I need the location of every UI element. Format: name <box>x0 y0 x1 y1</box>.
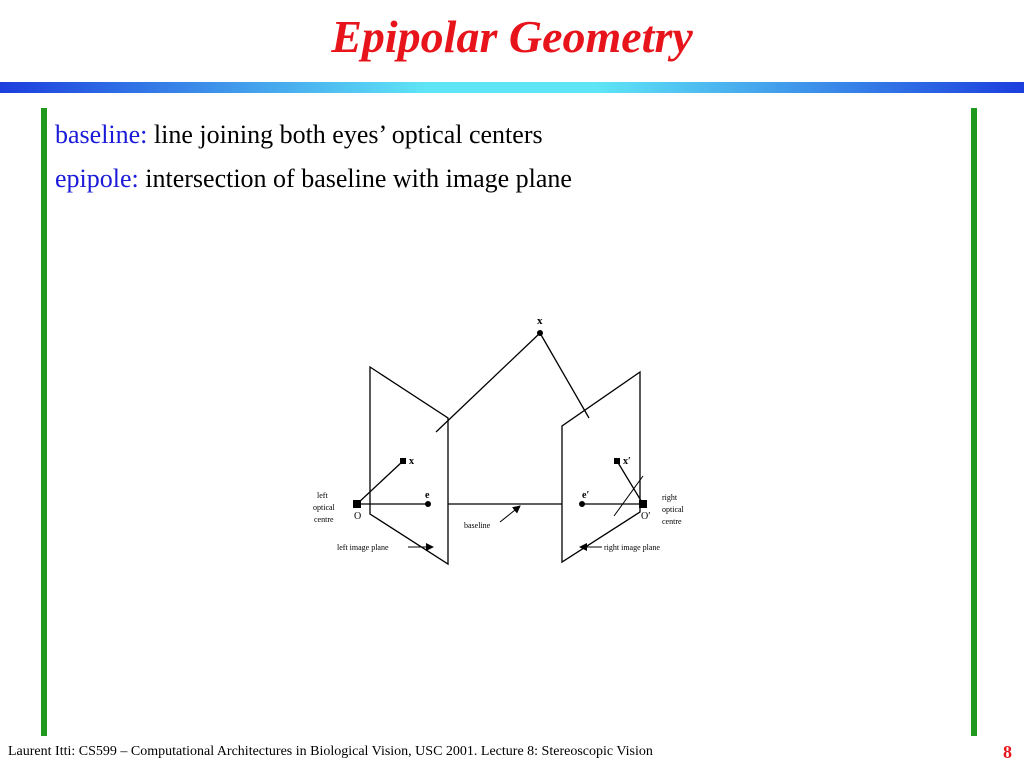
right-optical-center <box>639 500 647 508</box>
label-right-center: O′ <box>641 511 650 522</box>
left-image-plane <box>369 365 449 566</box>
right-image-plane <box>561 370 641 564</box>
left-optical-center <box>353 500 361 508</box>
label-left-image-point: x <box>409 456 414 467</box>
label-left-optical-centre-2: optical <box>313 503 336 512</box>
label-right-optical-centre-1: right <box>662 493 678 502</box>
label-left-optical-centre-1: left <box>317 491 328 500</box>
label-right-optical-centre-3: centre <box>662 517 682 526</box>
left-image-point <box>400 458 406 464</box>
label-left-optical-centre-3: centre <box>314 515 334 524</box>
right-image-point <box>614 458 620 464</box>
right-epipolar-line <box>613 475 644 517</box>
bullet-term: baseline: <box>55 120 148 149</box>
right-accent-bar <box>971 108 977 736</box>
left-accent-bar <box>41 108 47 736</box>
bullet-epipole: epipole: intersection of baseline with i… <box>55 164 572 194</box>
bullet-baseline: baseline: line joining both eyes’ optica… <box>55 120 543 150</box>
baseline-pointer-arrow <box>499 505 521 523</box>
label-X: x <box>537 315 543 327</box>
label-left-epipole: e <box>425 490 430 501</box>
world-point-X <box>537 330 543 336</box>
bullet-definition: line joining both eyes’ optical centers <box>147 120 543 149</box>
label-right-epipole: e′ <box>582 490 589 501</box>
label-left-image-plane: left image plane <box>337 543 389 552</box>
title-gradient-bar <box>0 82 1024 93</box>
label-baseline: baseline <box>464 521 491 530</box>
bullet-term: epipole: <box>55 164 139 193</box>
label-right-image-plane: right image plane <box>604 543 660 552</box>
epipolar-diagram: x x x′ e e′ O O′ left optical centre rig… <box>313 315 685 566</box>
bullet-definition: intersection of baseline with image plan… <box>138 164 572 193</box>
footer-credit: Laurent Itti: CS599 – Computational Arch… <box>8 744 653 759</box>
right-projection-ray <box>616 460 644 505</box>
label-left-center: O <box>354 511 361 522</box>
right-epipole-point <box>579 501 585 507</box>
page-number: 8 <box>1003 742 1012 762</box>
label-right-image-point: x′ <box>623 456 631 467</box>
left-epipole-point <box>425 501 431 507</box>
left-projection-ray <box>356 460 404 505</box>
slide-title: Epipolar Geometry <box>331 11 693 62</box>
ray-right-to-X <box>539 332 590 419</box>
ray-left-to-X <box>435 332 541 433</box>
label-right-optical-centre-2: optical <box>662 505 685 514</box>
